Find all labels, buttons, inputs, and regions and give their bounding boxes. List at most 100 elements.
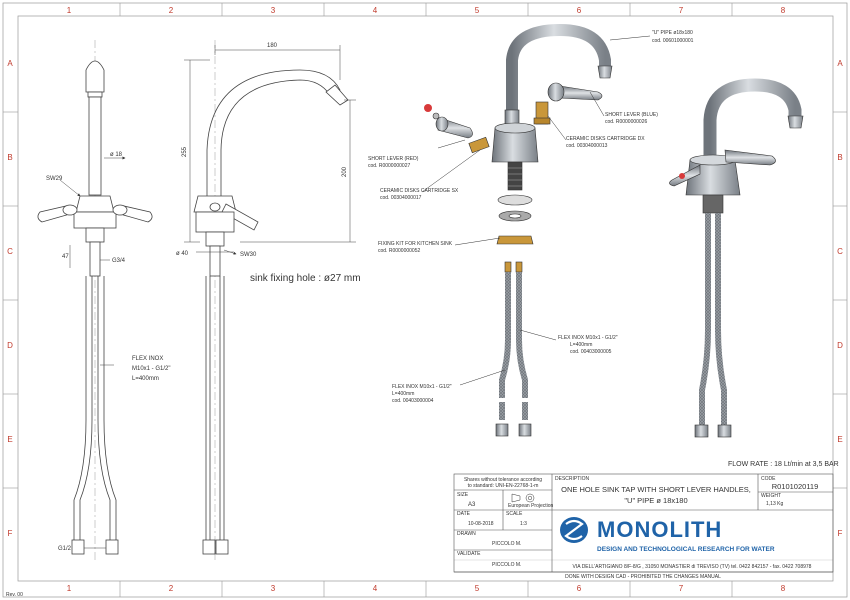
- dim-255: 255: [182, 146, 188, 157]
- callout-line: L=400mm: [392, 391, 414, 397]
- callout-short-lever-blue: SHORT LEVER (BLUE) cod. R0000000026: [605, 112, 658, 125]
- front-dimension-text: ø 18 SW29 G3/4 47 G1/2: [46, 152, 126, 552]
- dim-g34: G3/4: [112, 258, 126, 264]
- flow-rate: FLOW RATE : 18 Lt/min at 3,5 BAR: [728, 461, 839, 468]
- company-address: VIA DELL'ARTIGIANO 8/F-8/G , 31050 MONAS…: [573, 564, 812, 570]
- scale-label: SCALE: [506, 511, 523, 517]
- title-block-text: Shares without tolerance according to st…: [457, 476, 818, 580]
- col-label: 7: [679, 6, 684, 15]
- sink-hole-note: sink fixing hole : ø27 mm: [250, 273, 361, 284]
- dim-sw30: SW30: [240, 252, 257, 258]
- side-dimensions: [184, 45, 356, 255]
- row-label: F: [838, 529, 843, 538]
- row-markers: [3, 111, 847, 489]
- drawn-label: DRAWN: [457, 531, 476, 537]
- footer-note: DONE WITH DESIGN CAD - PROHIBITED THE CH…: [565, 574, 721, 580]
- callout-line: cod. R0000000026: [605, 119, 647, 125]
- row-label: C: [837, 247, 843, 256]
- dim-d40: ø 40: [176, 251, 189, 257]
- side-view: [193, 40, 349, 560]
- date-value: 10-08-2018: [468, 521, 494, 527]
- callout-flex-inox-left: FLEX INOX M10x1 - G1/2" L=400mm cod. 004…: [392, 384, 452, 404]
- description-line: "U" PIPE ø 18x180: [624, 496, 687, 505]
- col-label: 3: [271, 6, 276, 15]
- hose-label-line: M10x1 - G1/2": [132, 366, 170, 372]
- callout-line: cod. 00304000017: [380, 195, 422, 201]
- callout-leaders: [421, 35, 651, 386]
- dim-200: 200: [342, 166, 348, 177]
- tolerance-note: to standard: UNI-EN-22768-1-m: [468, 483, 539, 489]
- date-label: DATE: [457, 511, 471, 517]
- row-label: A: [837, 59, 843, 68]
- col-label: 7: [679, 584, 684, 593]
- row-label: C: [7, 247, 13, 256]
- col-label: 6: [577, 584, 582, 593]
- red-indicator: [424, 104, 432, 112]
- callout-fixing-kit: FIXING KIT FOR KITCHEN SINK cod. R000000…: [378, 241, 453, 254]
- dim-g12: G1/2: [58, 546, 72, 552]
- title-block: [453, 473, 834, 573]
- front-view: [37, 40, 153, 560]
- callout-line: FIXING KIT FOR KITCHEN SINK: [378, 241, 453, 247]
- size-label: SIZE: [457, 492, 469, 498]
- callout-line: CERAMIC DISKS CARTRIDGE DX: [566, 136, 645, 142]
- row-label: E: [7, 435, 12, 444]
- col-label: 2: [169, 6, 174, 15]
- row-labels-right: A B C D E F: [837, 59, 843, 538]
- callout-line: FLEX INOX M10x1 - G1/2": [392, 384, 452, 390]
- code-value: R0101020119: [772, 482, 819, 491]
- row-label: B: [7, 153, 12, 162]
- front-hose-label: FLEX INOX M10x1 - G1/2" L=400mm: [100, 356, 170, 382]
- brand-name: MONOLITH: [597, 517, 722, 542]
- callout-line: FLEX INOX M10x1 - G1/2": [558, 335, 618, 341]
- front-dimensions: [59, 156, 126, 549]
- callout-flex-inox-right: FLEX INOX M10x1 - G1/2" L=400mm cod. 004…: [558, 335, 618, 355]
- row-label: E: [837, 435, 842, 444]
- col-label: 6: [577, 6, 582, 15]
- side-dimension-text: 180 255 200 ø 40 SW30 sink fixing hole :…: [176, 43, 361, 284]
- col-label: 5: [475, 6, 480, 15]
- brand-tagline: DESIGN AND TECHNOLOGICAL RESEARCH FOR WA…: [597, 546, 775, 553]
- callout-u-pipe: "U" PIPE ø18x180 cod. 00601000001: [652, 30, 694, 44]
- monolith-logo-icon: [560, 517, 588, 543]
- projection-symbol-icon: [511, 493, 535, 503]
- row-label: B: [837, 153, 842, 162]
- callout-ceramic-dx: CERAMIC DISKS CARTRIDGE DX cod. 00304000…: [566, 136, 645, 149]
- col-label: 1: [67, 584, 72, 593]
- callout-short-lever-red: SHORT LEVER (RED) cod. R0000000027: [368, 156, 419, 169]
- dim-d18: ø 18: [110, 152, 123, 158]
- dim-180: 180: [267, 43, 278, 49]
- tolerance-note: Shares without tolerance according: [464, 477, 542, 483]
- red-indicator: [679, 173, 685, 179]
- callout-line: L=400mm: [570, 342, 592, 348]
- revision-label: Rev. 00: [6, 592, 23, 598]
- description-line: ONE HOLE SINK TAP WITH SHORT LEVER HANDL…: [561, 485, 751, 494]
- callout-line: cod. R0000000027: [368, 163, 410, 169]
- column-markers: [119, 3, 733, 597]
- col-label: 3: [271, 584, 276, 593]
- callout-line: CERAMIC DISKS CARTRIDGE SX: [380, 188, 459, 194]
- callout-line: cod. 00304000013: [566, 143, 608, 149]
- weight-value: 1,13 Kg: [766, 501, 783, 507]
- drawn-value: PICCOLO M.: [492, 541, 521, 547]
- row-label: F: [8, 529, 13, 538]
- dim-47: 47: [62, 254, 69, 260]
- assembled-view: [669, 78, 804, 438]
- exploded-view: [424, 23, 613, 437]
- callout-line: SHORT LEVER (BLUE): [605, 112, 658, 118]
- hose-label-line: L=400mm: [132, 376, 159, 382]
- col-label: 1: [67, 6, 72, 15]
- row-label: D: [7, 341, 13, 350]
- scale-value: 1:3: [520, 521, 527, 527]
- weight-label: WEIGHT: [761, 493, 781, 499]
- col-label: 8: [781, 584, 786, 593]
- dim-sw29: SW29: [46, 176, 63, 182]
- col-label: 2: [169, 584, 174, 593]
- col-label: 4: [373, 584, 378, 593]
- callout-line: cod. 00403000005: [570, 349, 612, 355]
- callout-line: cod. 00601000001: [652, 38, 694, 44]
- col-label: 5: [475, 584, 480, 593]
- column-labels-top: 1 2 3 4 5 6 7 8: [67, 6, 786, 15]
- code-label: CODE: [761, 476, 776, 482]
